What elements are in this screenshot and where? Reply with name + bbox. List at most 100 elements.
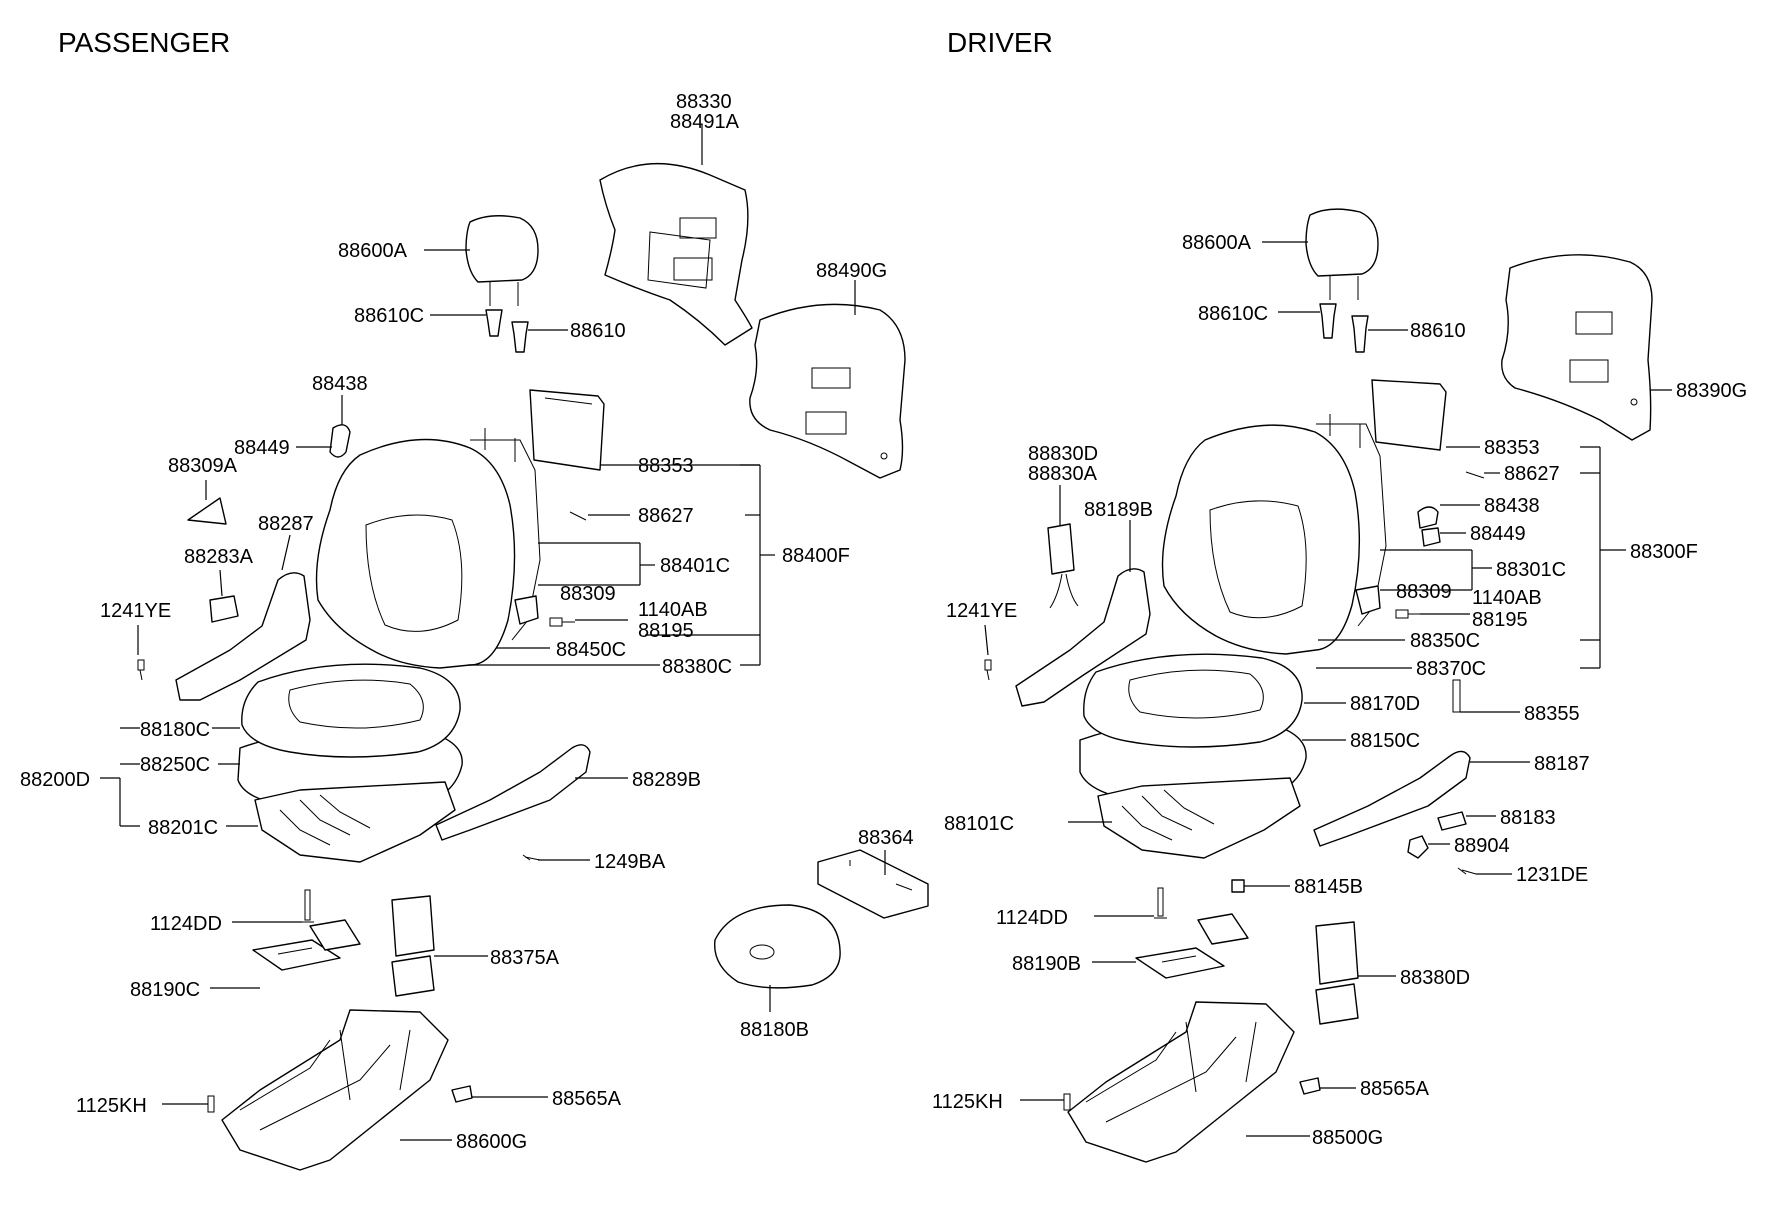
d-bolt-1124DD	[1154, 887, 1167, 919]
d-nut-88904	[1407, 835, 1429, 859]
label-88283A: 88283A	[184, 546, 254, 568]
passenger-parts	[137, 162, 906, 1171]
d-cushion-cover-88170D	[1083, 653, 1303, 748]
label-88610C: 88610C	[354, 305, 424, 327]
guide-88610	[511, 321, 529, 353]
side-trim-88287	[175, 572, 311, 701]
d-buckle-88830A	[1047, 523, 1075, 575]
d-guide-88610C	[1319, 303, 1337, 339]
d-label-88600A: 88600A	[1182, 232, 1252, 254]
label-88438: 88438	[312, 373, 368, 395]
label-88289B: 88289B	[632, 769, 701, 791]
d-knob-88449	[1421, 527, 1441, 547]
d-label-88350C: 88350C	[1410, 630, 1480, 652]
label-1249BA: 1249BA	[594, 851, 666, 873]
d-cushion-center	[1128, 669, 1264, 719]
d-label-88300F: 88300F	[1630, 541, 1698, 563]
back-board-88353	[529, 389, 605, 471]
label-88200D: 88200D	[20, 769, 90, 791]
label-88250C: 88250C	[140, 754, 210, 776]
label-88364: 88364	[858, 827, 914, 849]
d-bolt-88355	[1452, 679, 1461, 713]
d-heater-88380D	[1315, 921, 1359, 985]
heater-88375A-lower	[391, 955, 435, 997]
label-88287: 88287	[258, 513, 314, 535]
label-88180B: 88180B	[740, 1019, 809, 1041]
clip-88565A	[451, 1085, 473, 1103]
pad-slot	[277, 947, 313, 955]
d-label-88355: 88355	[1524, 703, 1580, 725]
d-seat-frame-88500G	[1067, 1001, 1295, 1163]
label-88627: 88627	[638, 505, 694, 527]
board-edge	[544, 397, 593, 405]
label-88330: 88330	[676, 91, 732, 113]
label-88309A: 88309A	[168, 455, 238, 477]
cushion-center	[288, 679, 424, 729]
d-label-88150C: 88150C	[1350, 730, 1420, 752]
label-88190C: 88190C	[130, 979, 200, 1001]
d-label-88380D: 88380D	[1400, 967, 1470, 989]
label-88401C: 88401C	[660, 555, 730, 577]
label-88450C: 88450C	[556, 639, 626, 661]
label-88380C: 88380C	[662, 656, 732, 678]
d-pad-slot	[1161, 955, 1197, 963]
d-clip-88565A	[1299, 1077, 1321, 1095]
d-side-trim-88189B	[1015, 568, 1151, 707]
trim-88309A	[187, 497, 227, 525]
seatback-cover-88330	[599, 162, 753, 346]
d-knob-88438	[1417, 506, 1439, 529]
d-label-88101C: 88101C	[944, 813, 1014, 835]
d-label-88438: 88438	[1484, 495, 1540, 517]
d-bolt-88195	[1395, 609, 1420, 619]
d-label-88145B: 88145B	[1294, 876, 1363, 898]
d-label-88189B: 88189B	[1084, 499, 1153, 521]
driver-leaders	[984, 241, 1672, 1137]
d-back-panel-88390G	[1501, 254, 1653, 441]
d-label-88565A: 88565A	[1360, 1078, 1430, 1100]
mat-88364	[817, 849, 929, 919]
d-back-board-88353	[1371, 379, 1447, 451]
d-frame-bars	[1085, 1021, 1257, 1123]
d-label-88309: 88309	[1396, 581, 1452, 603]
center-labels: 88364 88180B	[740, 827, 914, 1041]
d-heater-pad-88190B	[1135, 947, 1225, 979]
panel-pad-upper	[811, 367, 851, 389]
d-cover-88183	[1437, 811, 1467, 831]
passenger-leaders	[100, 125, 856, 1141]
label-88309: 88309	[560, 583, 616, 605]
label-88180C: 88180C	[140, 719, 210, 741]
frame-bars	[239, 1029, 411, 1131]
label-88600A: 88600A	[338, 240, 408, 262]
d-label-88610: 88610	[1410, 320, 1466, 342]
bolt-1124DD	[301, 889, 314, 923]
heater-pad-small	[309, 919, 361, 951]
label-1140AB: 1140AB	[638, 599, 708, 621]
heater-pad-88190C	[252, 939, 341, 971]
passenger-labels: 88330 88491A 88600A 88610C 88610 88490G …	[20, 91, 887, 1153]
d-label-1125KH: 1125KH	[932, 1091, 1003, 1113]
d-label-88390G: 88390G	[1676, 380, 1747, 402]
label-88600G: 88600G	[456, 1131, 527, 1153]
mat-hole	[749, 944, 775, 960]
seat-frame-88600G	[221, 1009, 449, 1171]
d-label-1124DD: 1124DD	[996, 907, 1068, 929]
label-88490G: 88490G	[816, 260, 887, 282]
d-label-88301C: 88301C	[1496, 559, 1566, 581]
d-label-88370C: 88370C	[1416, 658, 1486, 680]
d-screw-1231DE	[1457, 867, 1477, 875]
knob-88449	[329, 424, 351, 458]
mat-88180B	[714, 904, 841, 989]
d-cushion-base-88101C	[1097, 777, 1301, 859]
bolt-1241YE	[137, 659, 145, 681]
label-88195: 88195	[638, 620, 694, 642]
cushion-base-ribs	[279, 794, 371, 846]
d-label-1241YE: 1241YE	[946, 600, 1017, 622]
label-88400F: 88400F	[782, 545, 850, 567]
driver-title: DRIVER	[947, 27, 1053, 58]
label-1125KH: 1125KH	[76, 1095, 147, 1117]
d-panel-pad-lower	[1569, 359, 1609, 383]
d-panel-hole	[1630, 398, 1638, 406]
cushion-cover-88180C	[241, 663, 461, 758]
d-seat-back-88300F	[1161, 424, 1361, 655]
